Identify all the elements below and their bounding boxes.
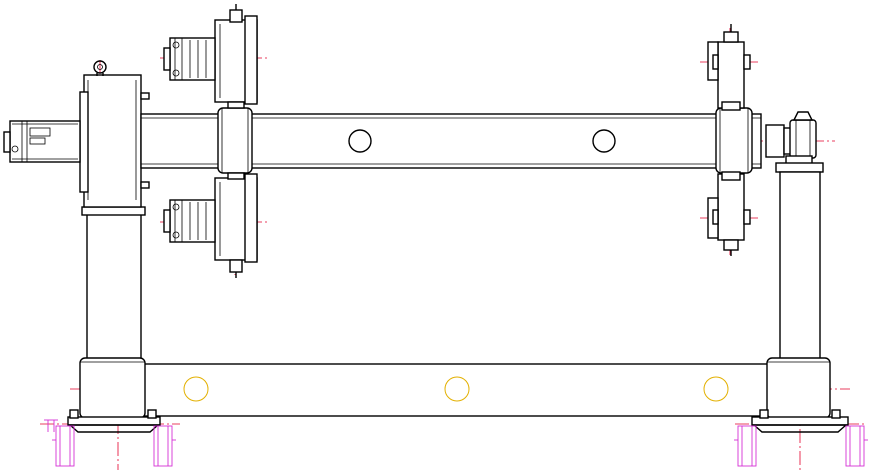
servo-motor-icon: [163, 199, 216, 243]
servo-motor-icon: [3, 120, 81, 163]
gearbox-icon: [765, 111, 817, 165]
left-clamp-block: [217, 107, 253, 174]
left-pedestal: [67, 206, 161, 433]
left-gearbox: [79, 60, 150, 208]
servo-motor-icon: [163, 37, 216, 81]
upper-left-carriage: [163, 4, 258, 109]
base-beam: [139, 363, 771, 417]
lower-left-carriage: [163, 172, 258, 278]
anchor-bolt-icon: [44, 419, 176, 467]
flange-icon: [707, 24, 751, 111]
anchor-bolt-icon: [734, 425, 868, 467]
right-clamp-block: [715, 107, 753, 174]
flange-icon: [707, 171, 751, 256]
lifting-eye-icon: [93, 60, 107, 76]
right-pedestal: [751, 162, 849, 433]
